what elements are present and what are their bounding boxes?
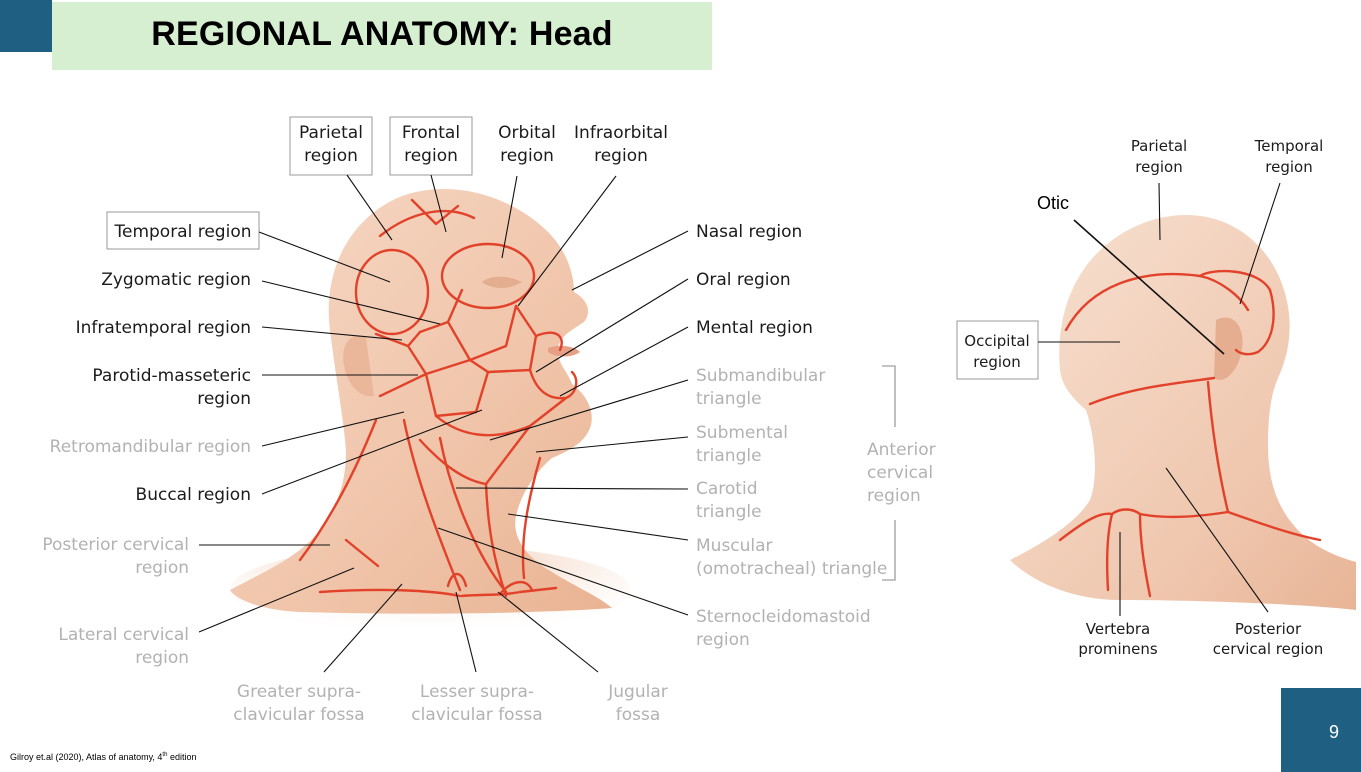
back-label-otic: Otic	[1037, 193, 1069, 213]
eye-shape	[482, 276, 522, 288]
label-retromandibular: Retromandibular region	[50, 437, 251, 457]
back-label-temporal-2: region	[1265, 158, 1312, 176]
frontal-boundary	[378, 198, 476, 238]
label-anterior-cervical-3: region	[867, 486, 921, 506]
front-head-illustration	[230, 188, 630, 635]
label-jugular-2: fossa	[616, 705, 661, 725]
back-label-occipital-1: Occipital	[964, 332, 1029, 350]
label-zygomatic: Zygomatic region	[101, 270, 251, 290]
front-leader-lines	[198, 174, 896, 673]
label-infratemporal: Infratemporal region	[76, 318, 251, 338]
frontal-label-box	[389, 116, 473, 176]
label-oral: Oral region	[696, 270, 791, 290]
citation-sup: th	[162, 752, 168, 758]
lips-shape	[548, 345, 580, 357]
label-parietal-1: Parietal	[299, 123, 363, 143]
posterior-cervical-boundary	[298, 418, 380, 568]
page-number: 9	[1328, 722, 1339, 742]
front-head-silhouette	[230, 188, 612, 614]
label-greater-supra-1: Greater supra-	[237, 682, 361, 702]
back-ear-shape	[1214, 317, 1243, 380]
back-leader-lines	[1038, 182, 1281, 616]
label-anterior-cervical-1: Anterior	[867, 440, 936, 460]
label-infraorbital-1: Infraorbital	[574, 123, 668, 143]
citation-text: Gilroy et.al (2020), Atlas of anatomy, 4	[10, 752, 163, 762]
title-banner: REGIONAL ANATOMY: Head	[52, 2, 712, 70]
suprasternal-boundary	[446, 572, 534, 596]
orbital-boundary	[440, 242, 536, 310]
label-muscular-1: Muscular	[696, 536, 773, 556]
back-label-vertebra-1: Vertebra	[1086, 620, 1150, 638]
label-parotid-1: Parotid-masseteric	[92, 366, 251, 386]
back-shoulder-boundary	[1058, 508, 1322, 542]
back-temporal-boundary	[1198, 269, 1275, 356]
label-parotid-2: region	[197, 389, 251, 409]
back-labels: Parietal region Temporal region Otic Occ…	[964, 137, 1323, 658]
label-lateral-cervical-1: Lateral cervical	[58, 625, 189, 645]
back-label-posterior-1: Posterior	[1235, 620, 1302, 638]
citation-footnote: Gilroy et.al (2020), Atlas of anatomy, 4…	[10, 752, 196, 762]
label-lesser-supra-2: clavicular fossa	[411, 705, 542, 725]
carotid-boundary	[418, 424, 532, 486]
label-jugular-1: Jugular	[607, 682, 667, 702]
nuchal-boundary	[1088, 376, 1216, 406]
vertebra-boundary	[1106, 512, 1152, 598]
back-label-parietal-1: Parietal	[1131, 137, 1187, 155]
back-label-temporal-1: Temporal	[1254, 137, 1324, 155]
label-anterior-cervical-2: cervical	[867, 463, 933, 483]
label-submandibular-2: triangle	[696, 389, 762, 409]
back-head-silhouette	[1010, 215, 1356, 611]
label-carotid-2: triangle	[696, 502, 762, 522]
front-labels: Parietal region Frontal region Orbital r…	[42, 123, 935, 725]
clavicle-boundary	[318, 586, 558, 598]
label-frontal-1: Frontal	[402, 123, 460, 143]
label-submental-1: Submental	[696, 423, 788, 443]
label-submandibular-1: Submandibular	[696, 366, 825, 386]
label-sternocleido-1: Sternocleidomastoid	[696, 607, 871, 627]
submandibular-boundary	[434, 396, 568, 437]
back-label-posterior-2: cervical region	[1213, 640, 1324, 658]
label-orbital-2: region	[500, 146, 554, 166]
back-head-illustration	[1010, 215, 1356, 611]
back-label-occipital-2: region	[973, 353, 1020, 371]
label-posterior-cervical-2: region	[135, 558, 189, 578]
temporal-boundary	[354, 248, 430, 336]
occipital-label-box	[956, 320, 1039, 380]
label-submental-2: triangle	[696, 446, 762, 466]
ear-shape	[343, 335, 374, 397]
back-label-vertebra-2: prominens	[1078, 640, 1158, 658]
label-lateral-cervical-2: region	[135, 648, 189, 668]
label-greater-supra-2: clavicular fossa	[233, 705, 364, 725]
zygomatic-boundary	[418, 288, 518, 362]
label-buccal: Buccal region	[136, 485, 251, 505]
label-parietal-2: region	[304, 146, 358, 166]
label-nasal: Nasal region	[696, 222, 802, 242]
label-lesser-supra-1: Lesser supra-	[420, 682, 534, 702]
temporal-label-box	[106, 211, 260, 250]
label-mental: Mental region	[696, 318, 813, 338]
slide-title: REGIONAL ANATOMY: Head	[151, 15, 613, 53]
occipital-boundary	[1064, 272, 1250, 332]
back-label-parietal-2: region	[1135, 158, 1182, 176]
parietal-label-box	[289, 116, 373, 176]
label-sternocleido-2: region	[696, 630, 750, 650]
sternocleidomastoid-boundary	[402, 418, 508, 594]
label-muscular-2: (omotracheal) triangle	[696, 559, 887, 579]
back-neck-boundary	[1206, 380, 1230, 514]
label-infraorbital-2: region	[594, 146, 648, 166]
midline-boundary	[484, 456, 542, 598]
page-number-tab: 9	[1281, 688, 1361, 772]
label-temporal: Temporal region	[113, 222, 251, 242]
label-posterior-cervical-1: Posterior cervical	[42, 535, 189, 555]
corner-accent-tab	[0, 0, 52, 52]
label-carotid-1: Carotid	[696, 479, 757, 499]
label-orbital-1: Orbital	[498, 123, 556, 143]
label-frontal-2: region	[404, 146, 458, 166]
citation-suffix: edition	[167, 752, 197, 762]
